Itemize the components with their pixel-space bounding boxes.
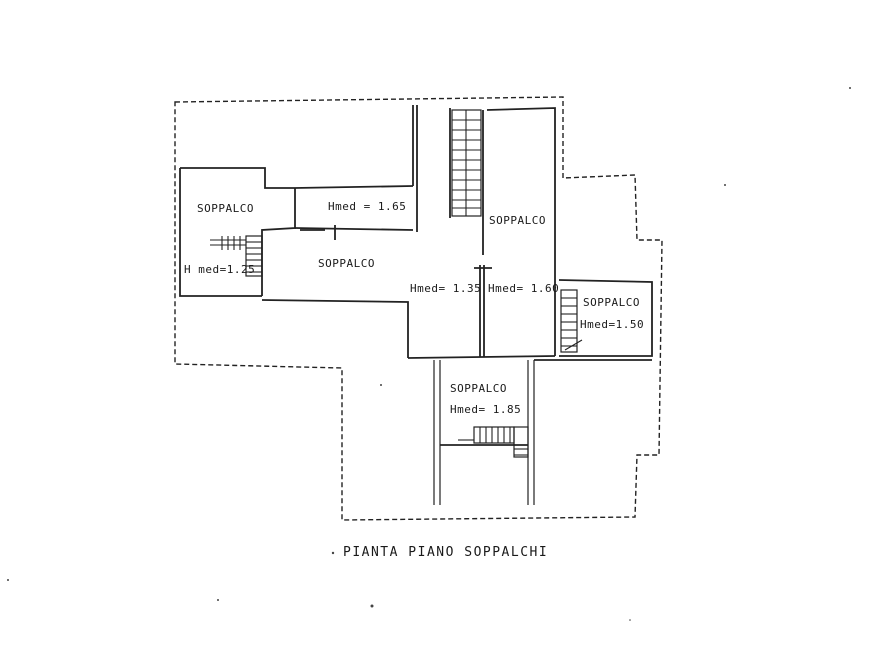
room-height-label: Hmed= 1.35 — [410, 282, 481, 295]
room-labels: SOPPALCO H med=1.25 Hmed = 1.65 SOPPALCO… — [184, 200, 644, 416]
interior-walls — [179, 105, 653, 505]
drawing-caption: PIANTA PIANO SOPPALCHI — [343, 545, 548, 560]
room-name-label: SOPPALCO — [318, 257, 375, 270]
room-height-label: Hmed= 1.60 — [488, 282, 559, 295]
room-height-label: H med=1.25 — [184, 263, 255, 276]
room-height-label: Hmed=1.50 — [580, 318, 644, 331]
room-name-label: SOPPALCO — [450, 382, 507, 395]
stair-right — [560, 289, 583, 353]
room-height-label: Hmed = 1.65 — [328, 200, 406, 213]
room-name-label: SOPPALCO — [489, 214, 546, 227]
stair-left — [210, 235, 263, 277]
room-height-label: Hmed= 1.85 — [450, 403, 521, 416]
room-name-label: SOPPALCO — [197, 202, 254, 215]
stair-central — [451, 109, 482, 217]
scan-specks — [7, 87, 851, 621]
room-name-label: SOPPALCO — [583, 296, 640, 309]
stair-lower — [458, 426, 529, 458]
